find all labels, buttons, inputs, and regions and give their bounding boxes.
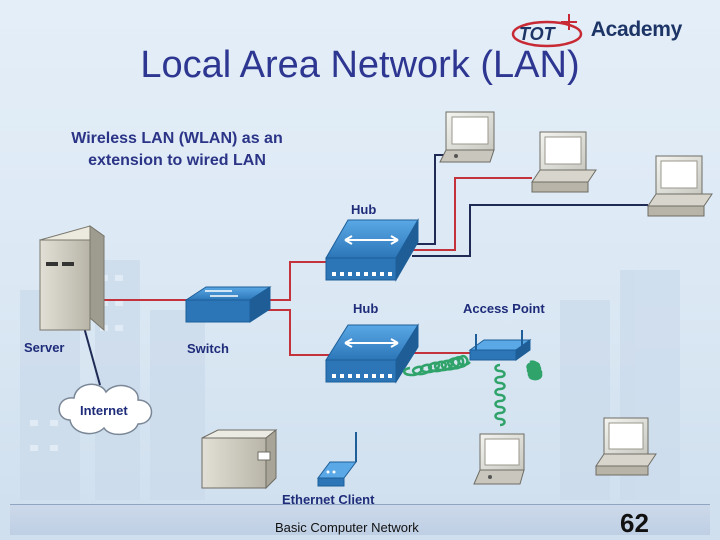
label-internet: Internet — [80, 403, 128, 418]
hub-top-icon — [325, 218, 419, 282]
slide-title: Local Area Network (LAN) — [140, 44, 580, 86]
wireless-link-desktop — [526, 360, 543, 381]
wireless-link-ethernet-client — [403, 354, 471, 377]
label-hub-bottom: Hub — [353, 301, 379, 316]
laptop-top-icon — [439, 111, 495, 163]
label-switch: Switch — [187, 341, 229, 356]
academy-logo: TOT Academy — [511, 10, 682, 50]
subtitle-line-1: Wireless LAN (WLAN) as an — [71, 130, 283, 147]
label-ethernet-client: Ethernet Client — [282, 492, 375, 507]
laptop-bottom-icon — [473, 433, 525, 485]
ethernet-workstation-icon — [201, 428, 278, 490]
ethernet-client-icon — [317, 432, 357, 487]
svg-text:TOT: TOT — [519, 24, 557, 44]
desktop-1-icon — [531, 131, 597, 193]
label-server: Server — [24, 340, 65, 355]
footer-text: Basic Computer Network — [275, 520, 419, 535]
wireless-link-laptop — [494, 363, 506, 427]
page-number: 62 — [620, 508, 649, 538]
desktop-3-icon — [595, 417, 657, 476]
slide-subtitle: Wireless LAN (WLAN) as an extension to w… — [42, 128, 312, 172]
server-icon — [38, 225, 106, 332]
cable-server-internet — [81, 319, 101, 386]
switch-icon — [184, 286, 272, 323]
label-hub-top: Hub — [351, 202, 377, 217]
cable-switch-hub-bottom — [250, 309, 330, 356]
subtitle-line-2: extension to wired LAN — [88, 152, 266, 169]
hub-bottom-icon — [325, 323, 419, 384]
internet-cloud-icon — [58, 383, 153, 436]
logo-text: Academy — [590, 18, 683, 41]
label-access-point: Access Point — [463, 301, 545, 316]
access-point-icon — [468, 330, 532, 361]
cable-hub-desktop1 — [412, 177, 532, 251]
wireless-links — [403, 354, 543, 427]
footer-bar — [10, 504, 710, 535]
cable-hub-desktop2 — [412, 204, 648, 257]
desktop-2-icon — [647, 155, 713, 217]
logo-emblem-icon: TOT — [511, 14, 582, 48]
